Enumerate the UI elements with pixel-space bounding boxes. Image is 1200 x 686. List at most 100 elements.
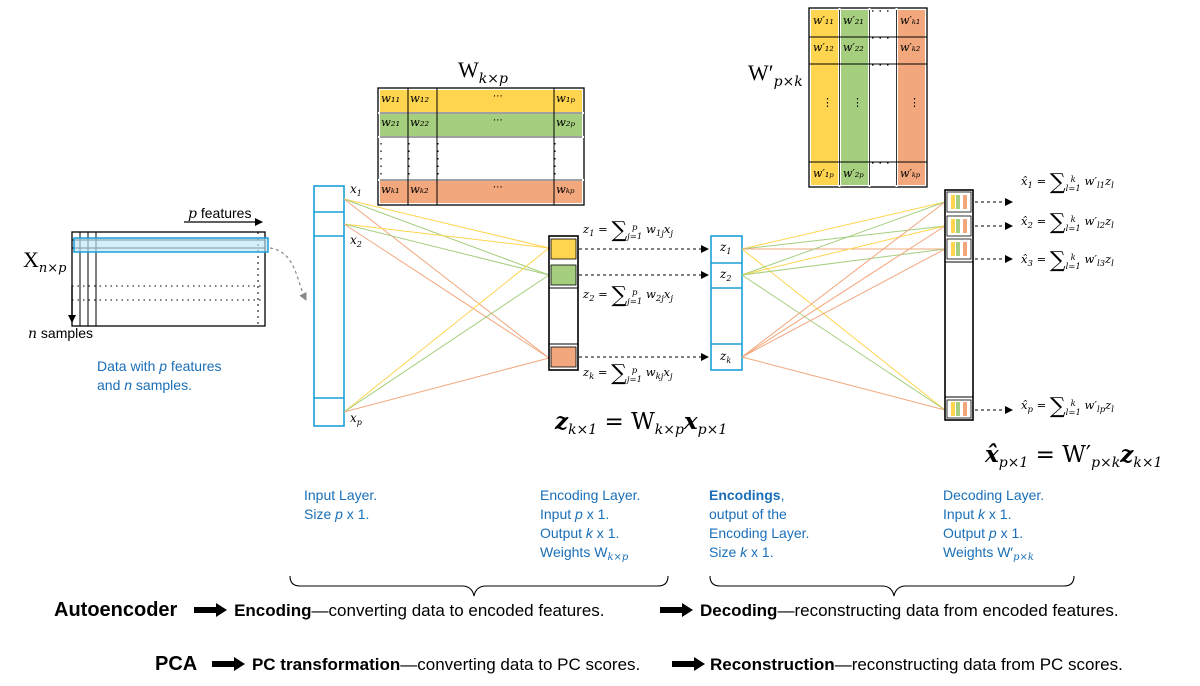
eq-body-sub: 1j [655, 229, 664, 239]
pca-row: PCA PC transformation—converting data to… [155, 653, 641, 675]
eq-tail: z [1105, 174, 1112, 188]
wprime-matrix-label: W′p×k [748, 60, 803, 90]
eq-tail: z [1105, 252, 1112, 266]
wprime-cell: w′ₖ₁ [900, 14, 921, 27]
eq-tail-sub: l [1111, 221, 1114, 231]
eq-body-sub: l3 [1096, 259, 1106, 269]
eq-upper: k [1070, 175, 1076, 185]
right-arrow-icon [660, 603, 693, 617]
w-cell: w₁₂ [410, 91, 430, 105]
eq-tail-sub: j [670, 229, 674, 239]
summation-icon: ∑ [1049, 210, 1066, 235]
eq-body-sub: l2 [1096, 221, 1106, 231]
eq-lower: j=1 [627, 232, 643, 242]
w-cell: ⋯ [492, 91, 502, 102]
input-layer-caption: Input Layer. Size p x 1. [304, 487, 378, 522]
output-arrows [975, 198, 1013, 414]
eq-body: w′ [1084, 252, 1097, 266]
decoding-formula: x̂p×1 = W′p×kzk×1 [985, 441, 1163, 471]
decoding-neuron-1 [946, 191, 972, 213]
z2-label: z2 [720, 267, 732, 283]
w-cell: ⋯ [492, 182, 502, 193]
eq-lower: j=1 [627, 297, 643, 307]
wprime-cell: w′₁ₚ [813, 167, 834, 180]
eq-lower: j=1 [626, 375, 643, 385]
wprime-cell: w′₁₁ [813, 14, 834, 27]
eq-tail: x [663, 222, 671, 236]
eq-upper: p [632, 223, 638, 233]
summation-icon: ∑ [1049, 170, 1066, 195]
x1-label: x1 [350, 182, 362, 198]
w-cell: w₂₁ [381, 115, 401, 129]
eq-body: w [645, 365, 656, 379]
eq-lhs-sub: 1 [1027, 181, 1033, 191]
summation-icon: ∑ [1049, 394, 1066, 419]
z1-label: z1 [720, 240, 732, 256]
eq-body: w′ [1084, 214, 1097, 228]
encoder-connections [343, 198, 550, 413]
w-cell: wₖ₂ [410, 182, 429, 196]
eq-lhs: x̂ [1021, 214, 1028, 228]
data-row-highlight [73, 237, 269, 253]
eq-lhs: x̂ [1021, 398, 1028, 412]
eq-lhs-sub: k [589, 372, 595, 382]
summation-icon: ∑ [611, 361, 627, 386]
w-cell: w₂₂ [410, 115, 430, 129]
eq-tail-sub: j [669, 372, 673, 382]
right-arrow-icon [211, 657, 245, 671]
wprime-cell: w′₂ₚ [843, 167, 864, 180]
eq-body: w [645, 222, 656, 236]
eq-body: w [645, 287, 656, 301]
eq-lhs-sub: 2 [1027, 221, 1033, 231]
eq-body-sub: lp [1097, 405, 1106, 415]
summation-icon: ∑ [611, 283, 628, 308]
eq-upper: k [1070, 253, 1076, 263]
encodings-caption: Encodings, output of the Encoding Layer.… [709, 487, 810, 560]
input-layer [313, 185, 345, 427]
eq-lhs: z [583, 222, 590, 236]
eq-tail: z [1105, 398, 1112, 412]
eq-lhs: z [583, 287, 590, 301]
eq-body-sub: kj [655, 372, 664, 382]
eq-lhs-sub: 3 [1027, 259, 1033, 269]
w-cell: w₁₁ [381, 91, 401, 105]
eq-upper: p [631, 366, 638, 376]
data-matrix [68, 218, 269, 327]
wprime-cell: w′ₖₚ [900, 167, 921, 180]
eq-lower: l=1 [1065, 224, 1081, 234]
eq-tail-sub: l [1111, 259, 1114, 269]
wprime-cell: w′₁₂ [813, 41, 834, 54]
vertical-ellipsis-icon: ⋮ [852, 97, 863, 109]
eq-tail-sub: j [670, 294, 674, 304]
decoding-neuron-3 [946, 238, 972, 260]
pca-heading: PCA [155, 653, 198, 675]
data-to-input-arrow [269, 247, 307, 301]
wprime-cell: w′₂₂ [843, 41, 864, 54]
wprime-cell: w′ₖ₂ [900, 41, 921, 54]
eq-tail-sub: l [1111, 181, 1114, 191]
eq-body-sub: 2j [655, 294, 664, 304]
decoding-layer [944, 189, 974, 421]
eq-lhs-sub: 2 [589, 294, 595, 304]
decoder-brace [709, 575, 1075, 597]
vertical-ellipsis-icon: ⋮ [909, 97, 920, 109]
p-features-label: p features [188, 205, 252, 222]
x-matrix-label: Xn×p [23, 247, 67, 276]
encodings-layer [710, 235, 743, 371]
right-arrow-icon [672, 657, 705, 671]
w-matrix-label: Wk×p [458, 57, 508, 87]
decoder-connections [741, 201, 946, 411]
encoding-neuron-1 [550, 238, 577, 260]
w-cell: wₖₚ [556, 182, 575, 196]
eq-upper: k [1070, 399, 1076, 409]
w-matrix [377, 87, 585, 206]
summation-icon: ∑ [611, 218, 628, 243]
